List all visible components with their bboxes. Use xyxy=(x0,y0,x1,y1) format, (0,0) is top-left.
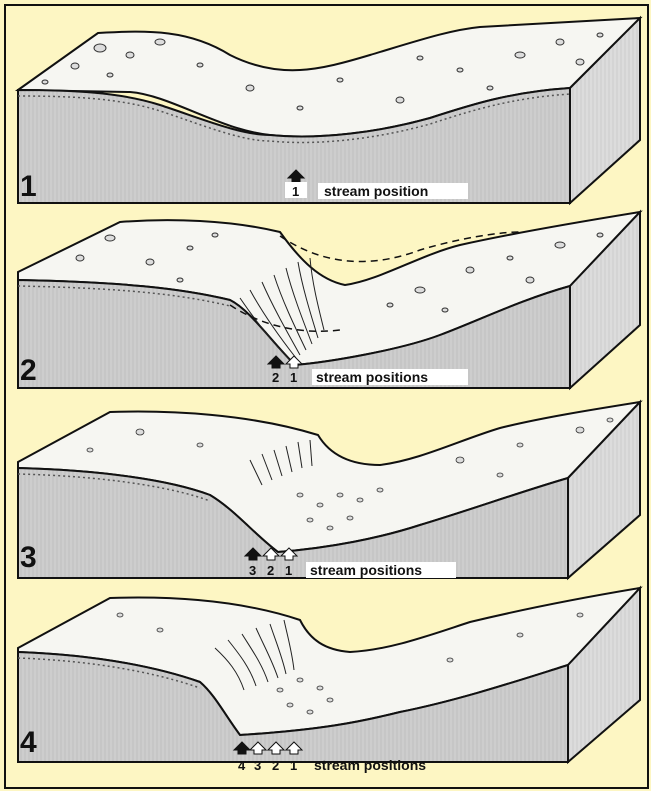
marker-label: 1 xyxy=(290,758,297,773)
marker-label: 3 xyxy=(254,758,261,773)
panel-number-3: 3 xyxy=(20,541,37,574)
marker-label: 3 xyxy=(249,563,256,578)
marker-label: 2 xyxy=(272,370,279,385)
marker-label: 4 xyxy=(238,758,246,773)
marker-label: 2 xyxy=(267,563,274,578)
marker-label: 2 xyxy=(272,758,279,773)
marker-label: 1 xyxy=(292,184,299,199)
panel-number-4: 4 xyxy=(20,726,37,759)
panel-number-2: 2 xyxy=(20,354,37,387)
stream-positions-label: stream positions xyxy=(314,757,426,773)
block-panel-4 xyxy=(18,588,640,762)
panel-number-1: 1 xyxy=(20,170,37,203)
stream-positions-label: stream positions xyxy=(310,562,422,578)
stream-positions-label: stream positions xyxy=(316,369,428,385)
marker-label: 1 xyxy=(290,370,297,385)
block-panel-1 xyxy=(18,18,640,203)
marker-label: 1 xyxy=(285,563,292,578)
block-panel-3 xyxy=(18,402,640,578)
block-panel-2 xyxy=(18,212,640,388)
stream-position-label: stream position xyxy=(324,183,428,199)
